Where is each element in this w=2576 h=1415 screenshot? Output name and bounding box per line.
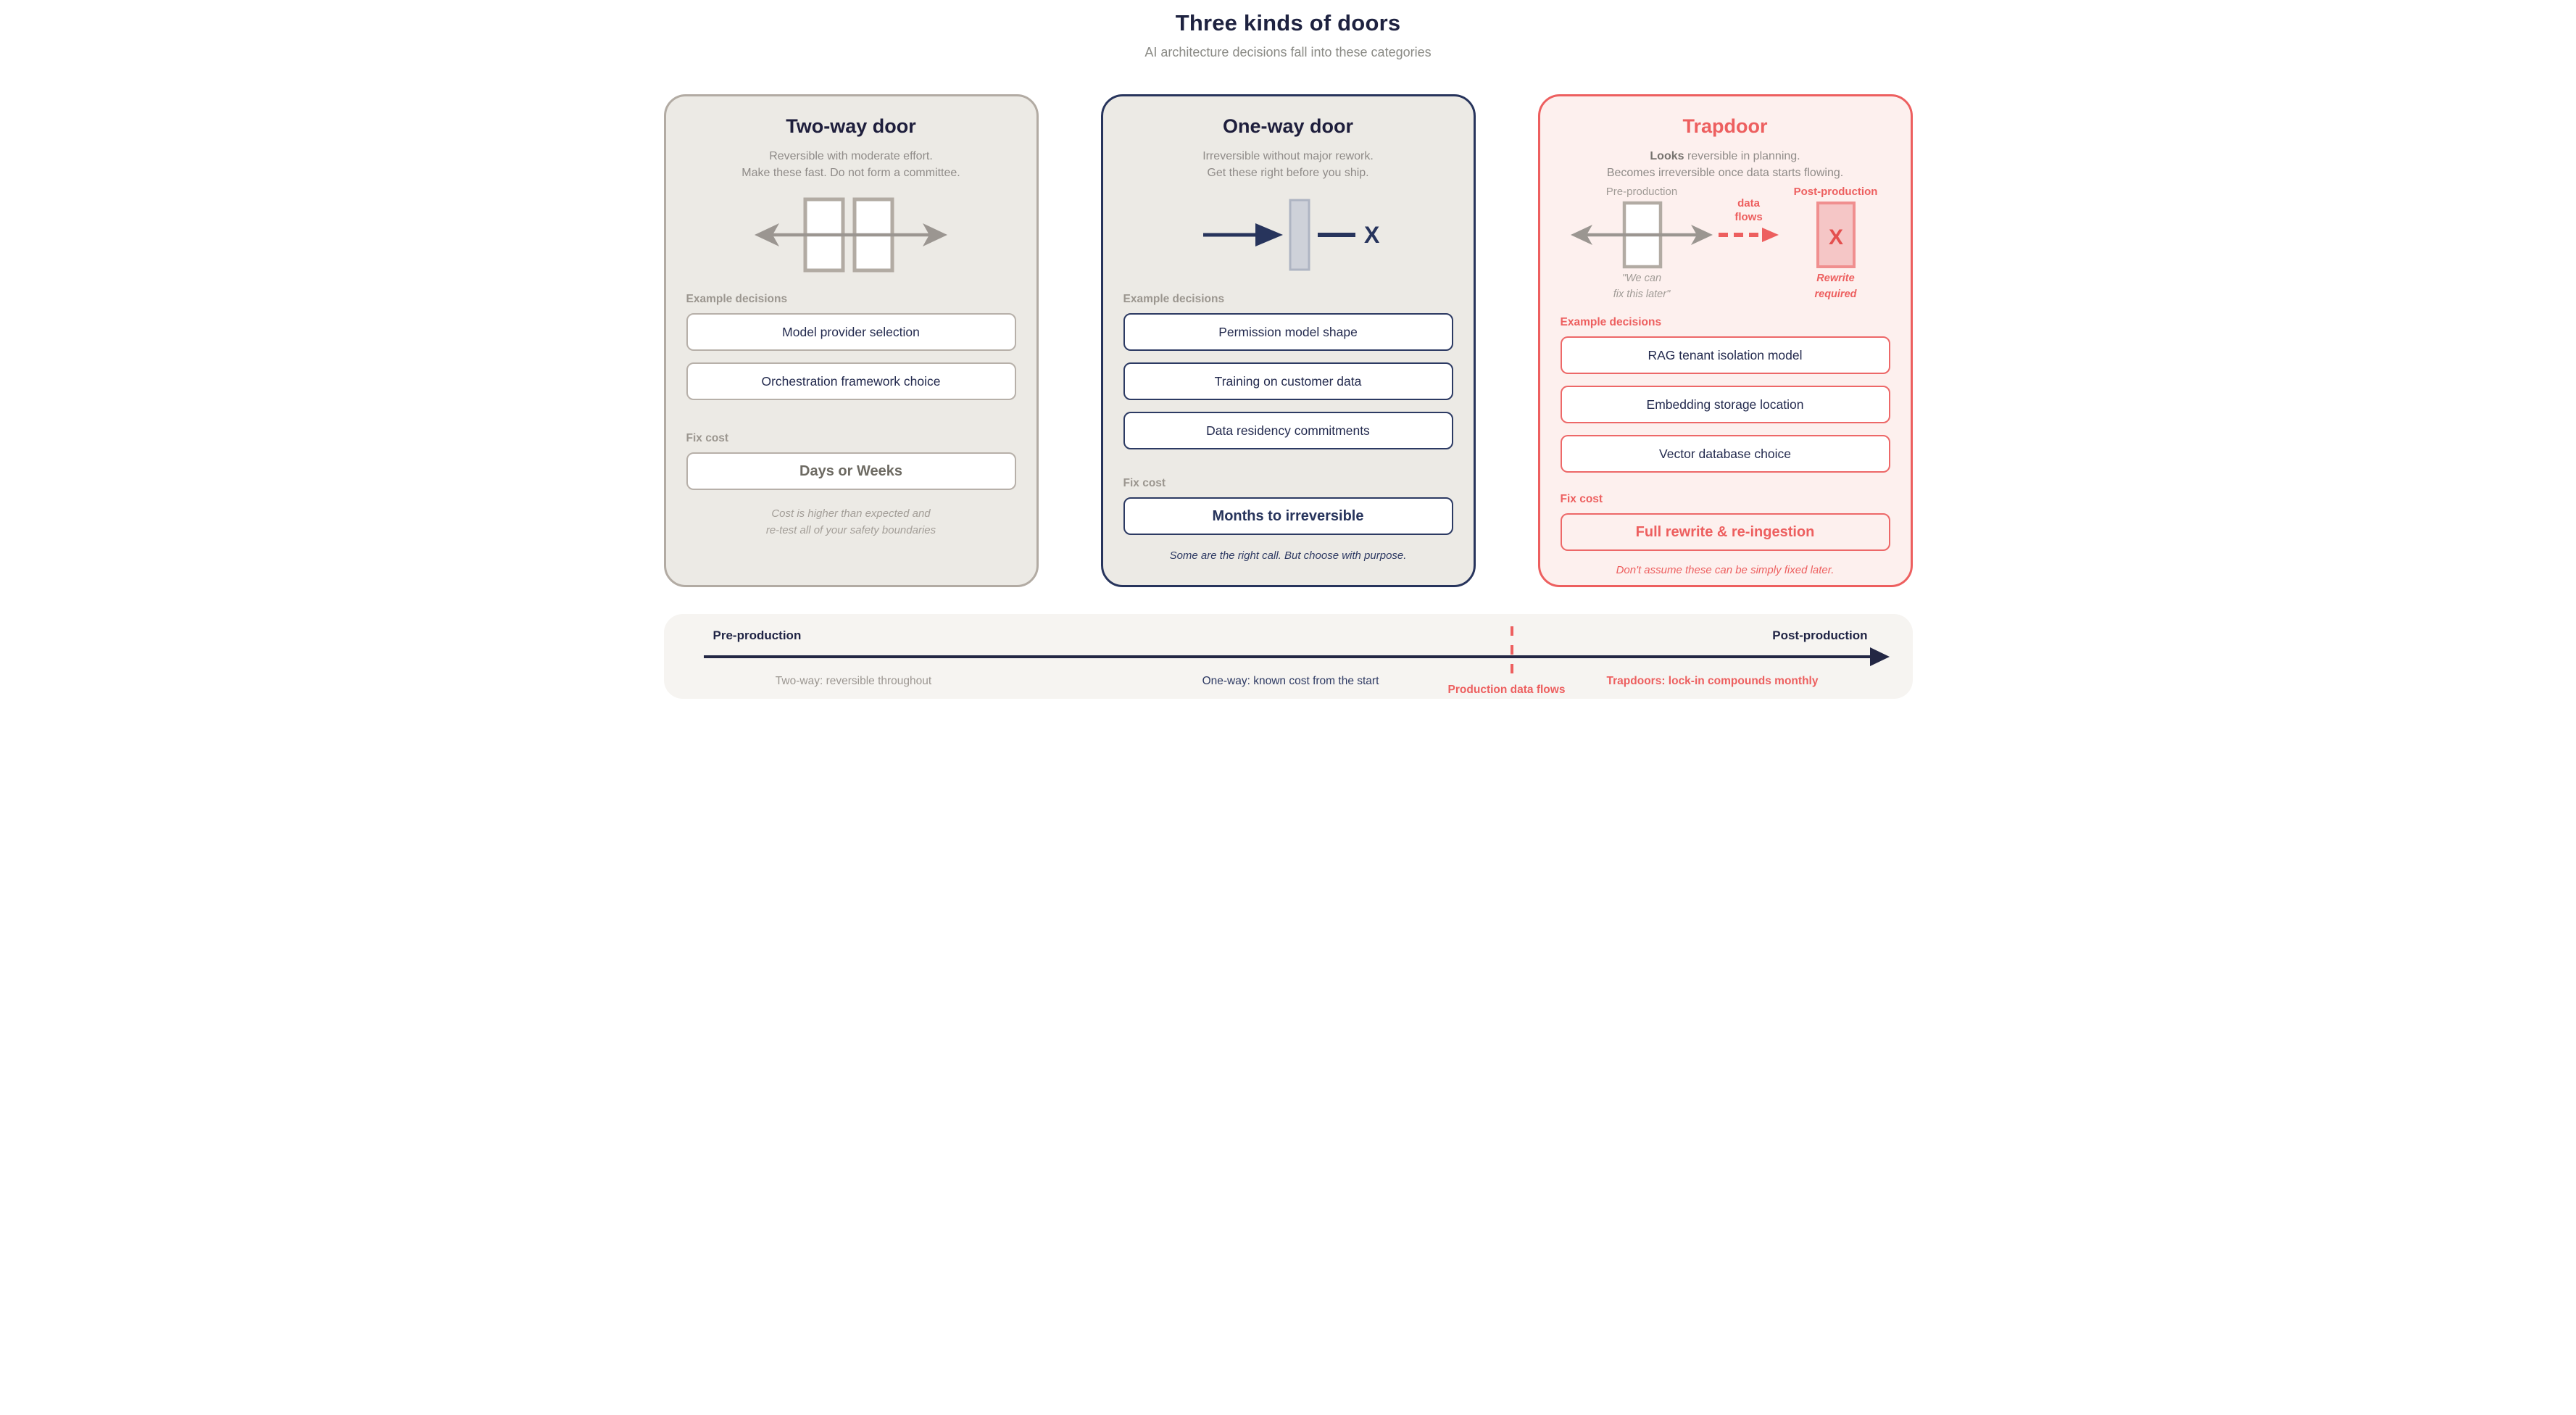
rewrite-line: required [1814, 289, 1857, 301]
fix-cost-label: Fix cost [1123, 477, 1166, 490]
timeline-arrowhead-icon [1869, 647, 1890, 666]
description-line: Make these fast. Do not form a committee… [741, 167, 960, 180]
fix-cost-value: Full rewrite & re-ingestion [1560, 513, 1890, 552]
timeline-two-way-label: Two-way: reversible throughout [775, 675, 932, 687]
timeline-trapdoors-label: Trapdoors: lock-in compounds monthly [1606, 675, 1819, 687]
data-flows-label: data flows [1734, 197, 1762, 225]
dashed-arrow-icon [1718, 227, 1779, 242]
one-way-door-icon: X [1123, 186, 1453, 284]
examples-label: Example decisions [686, 293, 788, 306]
timeline: Pre-production Post-production Two-way: … [663, 614, 1913, 699]
note-line: re-test all of your safety boundaries [765, 523, 936, 536]
example-decision: Training on customer data [1123, 362, 1453, 401]
fix-cost-value: Months to irreversible [1123, 497, 1453, 536]
data-flows-line: data [1737, 197, 1760, 210]
pre-production-label: Pre-production [1605, 186, 1678, 199]
two-way-door-icon [686, 186, 1016, 284]
rewrite-required-label: Rewrite required [1814, 271, 1856, 303]
blocked-x-label: X [1364, 222, 1380, 248]
fix-cost-value: Days or Weeks [686, 452, 1016, 491]
post-production-column: Post-production X Rewrite required [1782, 186, 1890, 307]
card-note: Some are the right call. But choose with… [1123, 548, 1453, 565]
examples-label: Example decisions [1123, 293, 1225, 306]
description-line: Irreversible without major rework. [1202, 150, 1374, 163]
locked-x-label: X [1828, 225, 1842, 249]
example-decision: Permission model shape [1123, 313, 1453, 352]
example-decision: RAG tenant isolation model [1560, 336, 1890, 375]
data-flows-line: flows [1734, 211, 1763, 224]
card-title: Two-way door [786, 115, 916, 137]
infographic-page: Three kinds of doors AI architecture dec… [644, 0, 1932, 708]
card-title: One-way door [1222, 115, 1354, 137]
example-decision: Orchestration framework choice [686, 362, 1016, 401]
timeline-post-production-label: Post-production [1772, 628, 1868, 642]
card-one-way-door: One-way door Irreversible without major … [1100, 94, 1476, 587]
description-rest: reversible in planning. [1684, 150, 1800, 163]
example-decision: Data residency commitments [1123, 412, 1453, 450]
rewrite-line: Rewrite [1816, 273, 1855, 285]
description-line: Get these right before you ship. [1207, 167, 1369, 180]
timeline-one-way-label: One-way: known cost from the start [1202, 675, 1379, 687]
card-title: Trapdoor [1682, 115, 1768, 137]
post-production-label: Post-production [1793, 186, 1878, 199]
example-decision: Vector database choice [1560, 435, 1890, 473]
cards-row: Two-way door Reversible with moderate ef… [644, 94, 1932, 587]
example-decision: Model provider selection [686, 313, 1016, 352]
quote-line: fix this later" [1613, 289, 1671, 301]
card-trapdoor: Trapdoor Looks reversible in planning. B… [1537, 94, 1913, 587]
quote-line: "We can [1621, 273, 1662, 285]
data-flows-column: data flows [1716, 186, 1782, 307]
description-line: Becomes irreversible once data starts fl… [1606, 167, 1844, 180]
trapdoor-illustration: Pre-production "We can fix this later" [1561, 186, 1890, 307]
card-note: Don't assume these can be simply fixed l… [1561, 563, 1890, 579]
timeline-pre-production-label: Pre-production [712, 628, 802, 642]
quote-text: "We can fix this later" [1613, 271, 1670, 303]
note-line: Don't assume these can be simply fixed l… [1616, 564, 1835, 577]
reversible-door-icon [1571, 202, 1713, 269]
card-note: Cost is higher than expected and re-test… [686, 506, 1016, 539]
card-two-way-door: Two-way door Reversible with moderate ef… [663, 94, 1039, 587]
page-title: Three kinds of doors [1175, 10, 1401, 36]
timeline-production-data-flows-label: Production data flows [1447, 684, 1566, 696]
card-description: Reversible with moderate effort. Make th… [686, 148, 1016, 181]
pre-production-column: Pre-production "We can fix this later" [1568, 186, 1716, 307]
card-description: Looks reversible in planning. Becomes ir… [1561, 148, 1890, 181]
description-line: Looks reversible in planning. [1650, 150, 1800, 162]
description-bold-word: Looks [1650, 150, 1684, 163]
card-description: Irreversible without major rework. Get t… [1123, 148, 1453, 181]
examples-label: Example decisions [1560, 316, 1662, 329]
production-data-flows-divider [1510, 626, 1513, 682]
timeline-axis-line [703, 655, 1871, 658]
example-decision: Embedding storage location [1560, 386, 1890, 424]
fix-cost-label: Fix cost [686, 432, 729, 445]
note-line: Some are the right call. But choose with… [1169, 549, 1407, 563]
note-line: Cost is higher than expected and [771, 507, 931, 520]
locked-trapdoor-icon: X [1816, 202, 1856, 269]
page-subtitle: AI architecture decisions fall into thes… [1144, 45, 1432, 59]
fix-cost-label: Fix cost [1560, 493, 1603, 506]
description-line: Reversible with moderate effort. [769, 150, 933, 163]
